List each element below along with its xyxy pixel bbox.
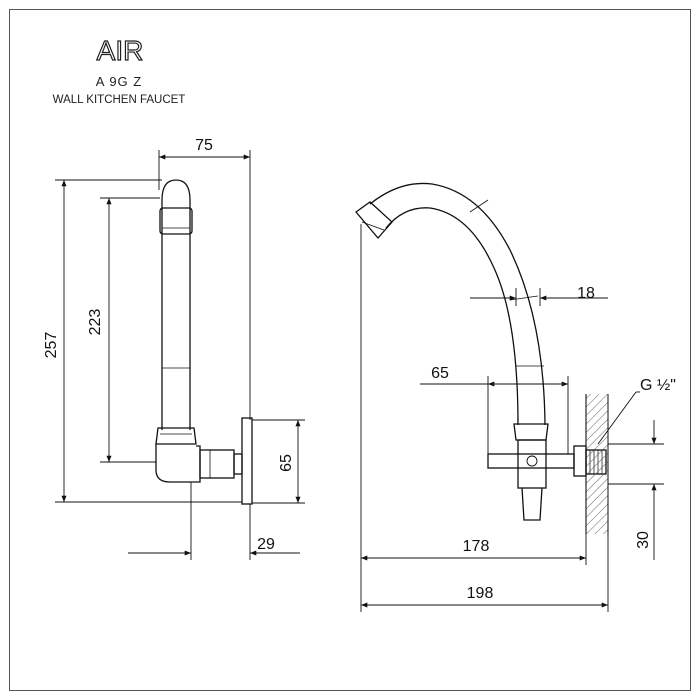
side-body-elbow [155,444,201,483]
side-spout-top [161,179,191,201]
front-view [355,182,607,521]
dim-width-top: 75 [195,137,213,154]
dim-height-spout: 223 [87,309,104,336]
front-cross-handle-stem [517,439,547,489]
dim-handle-width: 65 [431,365,449,382]
side-view [155,179,253,505]
dim-reach-total: 198 [467,585,494,602]
side-handle-stem [233,453,243,475]
dim-depth-base: 29 [257,536,275,553]
front-body-connector [573,445,587,477]
dim-height-total: 257 [43,332,60,359]
dim-wall-thickness: 30 [635,531,652,549]
front-aerator [355,201,393,239]
front-spout-inner [385,207,519,426]
front-spout-outer [369,182,546,426]
side-aerator [159,207,193,235]
wall-section [586,394,608,534]
side-swivel-nut [155,427,197,445]
drawing-frame [9,9,691,691]
front-swivel-nut [513,423,549,441]
front-view-dimensions [360,224,664,612]
dim-height-valve: 65 [278,454,295,472]
model-number: A 9G Z [95,74,143,89]
dim-spout-diameter: 18 [577,285,595,302]
dim-thread: G ½" [640,377,676,394]
product-name: WALL KITCHEN FAUCET [52,94,186,106]
side-wall-flange [241,417,253,505]
side-connector [199,449,235,479]
air-logo: AIR [96,34,144,66]
front-handle-logo [526,455,538,467]
dim-reach-inner: 178 [463,538,490,555]
side-spout-pipe [161,200,191,430]
logo-text: AIR [97,35,144,66]
side-view-dimensions [55,150,305,560]
